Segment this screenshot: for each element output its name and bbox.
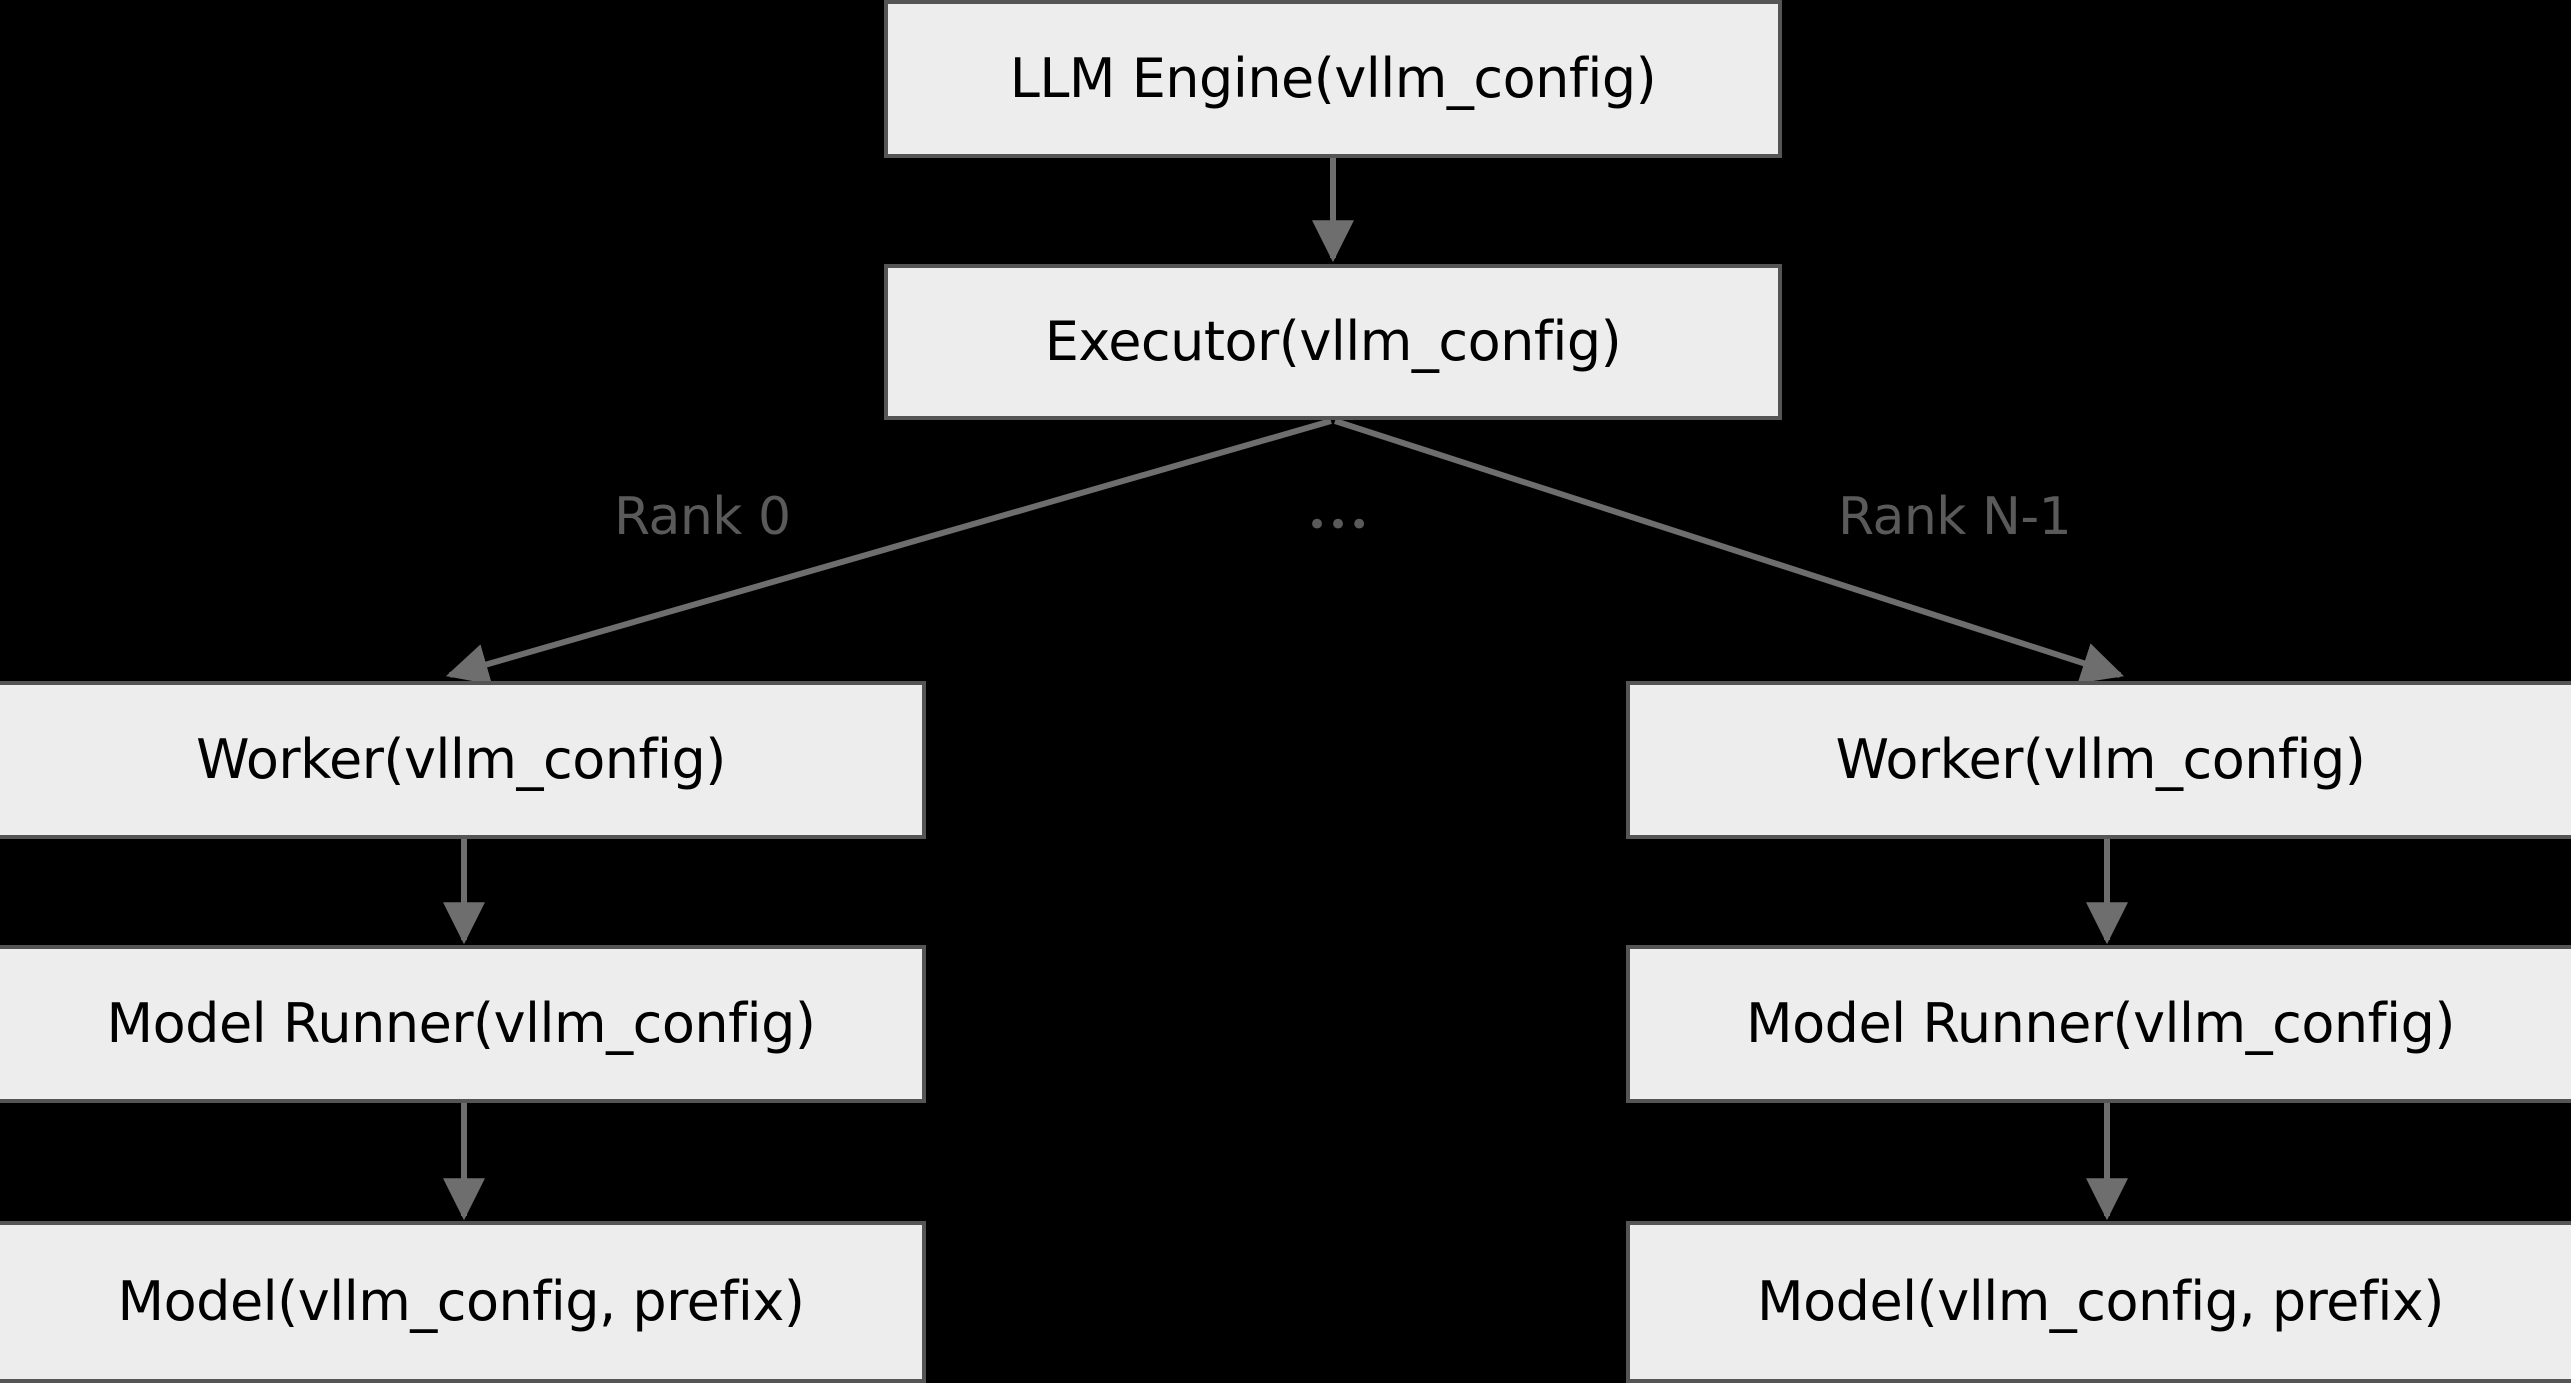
edge-executor-to-worker-0 bbox=[445, 418, 1332, 685]
edge-label-rank-n-1: Rank N-1 bbox=[1838, 487, 2072, 547]
node-executor[interactable]: Executor(vllm_config) bbox=[884, 264, 1782, 420]
node-worker-rank-n-1[interactable]: Worker(vllm_config) bbox=[1626, 681, 2571, 839]
node-worker-rank-0[interactable]: Worker(vllm_config) bbox=[0, 681, 926, 839]
node-model-runner-rank-n-1[interactable]: Model Runner(vllm_config) bbox=[1626, 945, 2571, 1103]
edge-label-ellipsis: ••• bbox=[1307, 505, 1371, 545]
node-model-rank-n-1[interactable]: Model(vllm_config, prefix) bbox=[1626, 1221, 2571, 1383]
node-llm-engine[interactable]: LLM Engine(vllm_config) bbox=[884, 0, 1782, 158]
node-model-rank-0[interactable]: Model(vllm_config, prefix) bbox=[0, 1221, 926, 1383]
edge-label-rank-0: Rank 0 bbox=[614, 487, 791, 547]
node-model-runner-rank-0[interactable]: Model Runner(vllm_config) bbox=[0, 945, 926, 1103]
edge-executor-to-worker-n bbox=[1334, 418, 2124, 684]
